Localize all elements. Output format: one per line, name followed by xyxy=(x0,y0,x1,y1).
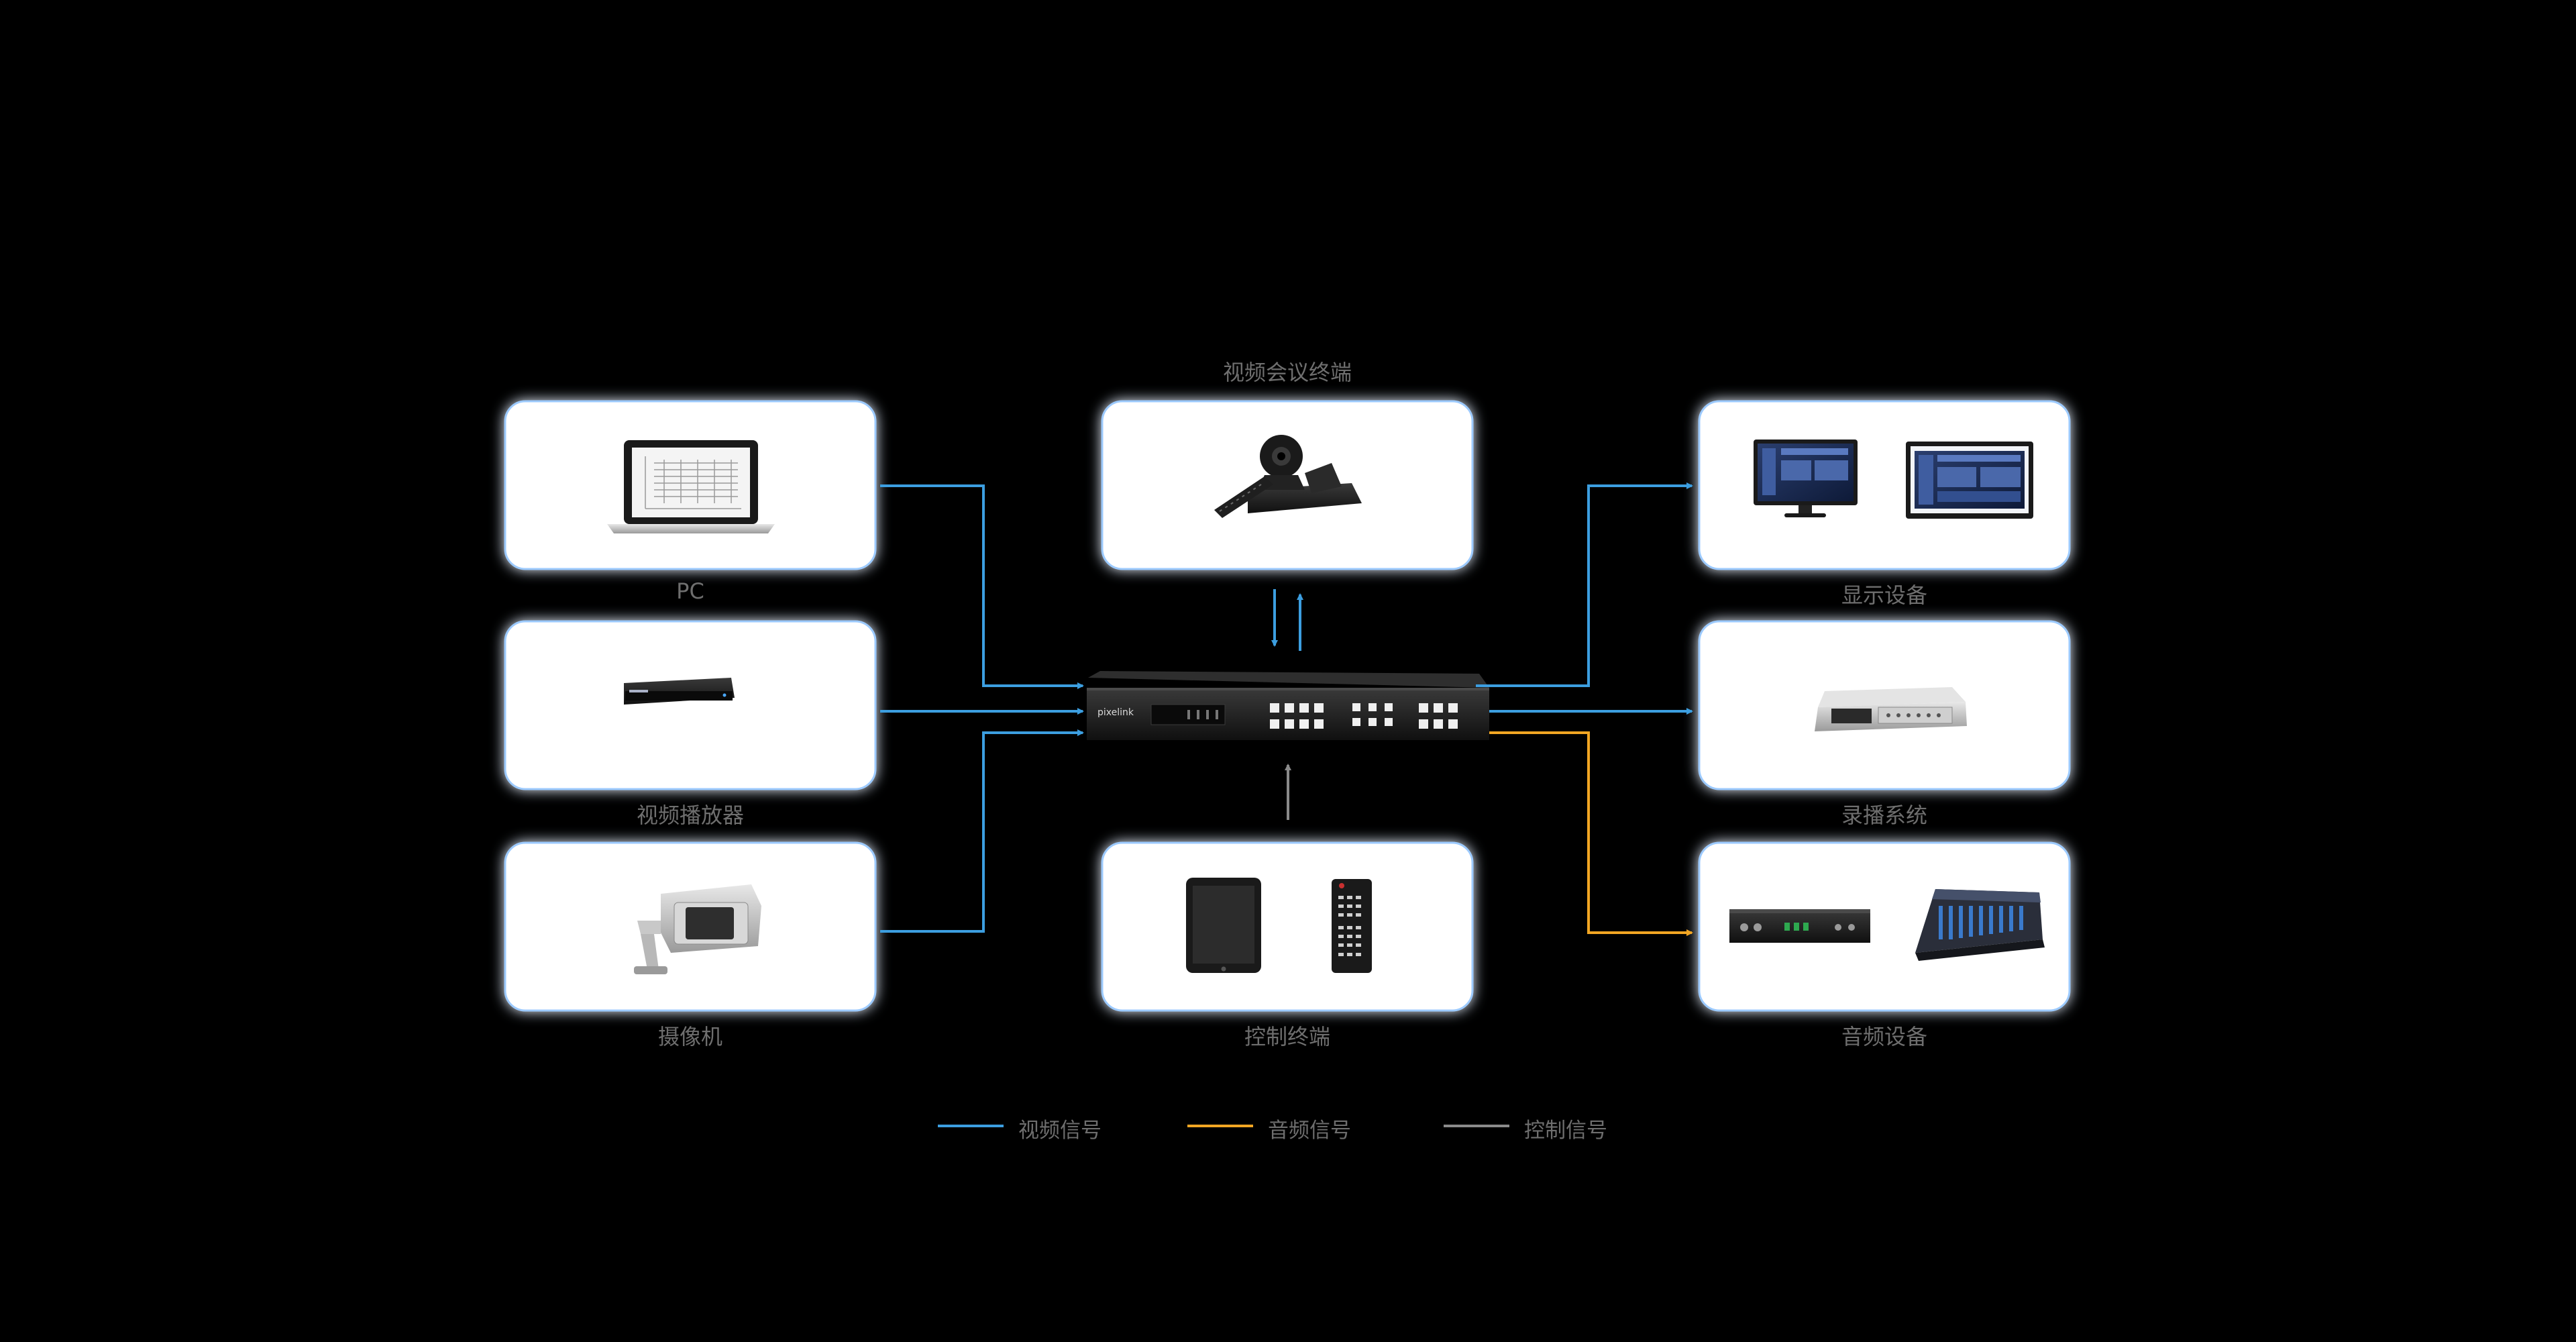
legend-control: 控制信号 xyxy=(1524,1119,1607,1143)
connection-camera-to-switcher xyxy=(880,729,1084,933)
label-pc: PC xyxy=(676,578,704,604)
audio-mixer-icon xyxy=(1915,889,2045,961)
connection-switcher-to-audio xyxy=(1489,731,1693,936)
recorder-icon xyxy=(1815,687,1967,731)
laptop-icon xyxy=(607,440,775,533)
audio-processor-icon xyxy=(1729,909,1870,943)
matrix-switcher: pixelink xyxy=(1087,671,1489,740)
label-vc-terminal: 视频会议终端 xyxy=(1222,360,1352,385)
label-display: 显示设备 xyxy=(1841,582,1927,608)
connection-vc-terminal-bidirectional xyxy=(1271,589,1303,651)
brand-logo: pixelink xyxy=(1097,707,1134,718)
label-audio: 音频设备 xyxy=(1841,1024,1927,1049)
connection-switcher-to-display xyxy=(1476,482,1693,687)
card-control-terminal xyxy=(1101,841,1474,1012)
card-video-player xyxy=(504,620,877,790)
label-camera: 摄像机 xyxy=(657,1024,722,1049)
label-video-player: 视频播放器 xyxy=(636,803,744,828)
tablet-icon xyxy=(1186,878,1261,973)
legend-video: 视频信号 xyxy=(1018,1119,1102,1143)
monitor-icon xyxy=(1754,440,1858,517)
label-recording: 录播系统 xyxy=(1841,803,1927,828)
security-camera-icon xyxy=(634,884,761,974)
video-conference-icon xyxy=(1214,435,1362,518)
remote-control-icon xyxy=(1332,879,1372,973)
card-audio xyxy=(1698,841,2071,1012)
monitor-icon-2 xyxy=(1906,442,2033,519)
connection-pc-to-switcher xyxy=(880,484,1084,689)
media-player-icon xyxy=(624,678,735,705)
label-control-terminal: 控制终端 xyxy=(1244,1024,1330,1049)
legend-audio: 音频信号 xyxy=(1268,1119,1351,1143)
